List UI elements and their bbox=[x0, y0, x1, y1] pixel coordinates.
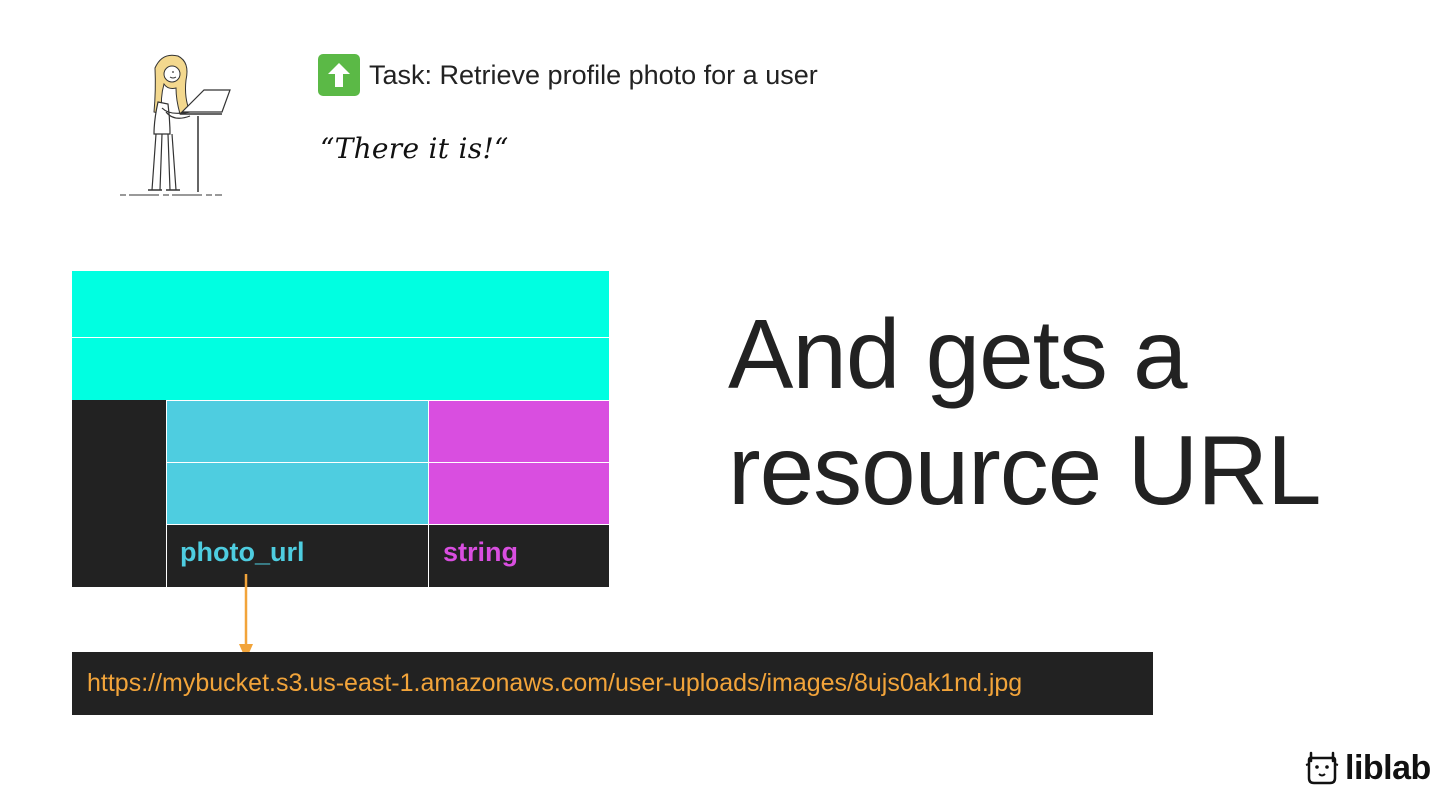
developer-illustration bbox=[120, 54, 231, 196]
schema-name-cell-2 bbox=[167, 463, 428, 524]
task-row: Task: Retrieve profile photo for a user bbox=[318, 54, 818, 96]
arrow-up-icon bbox=[318, 54, 360, 96]
field-type-label: string bbox=[443, 537, 519, 567]
llama-icon bbox=[1305, 751, 1339, 785]
resource-url-text: https://mybucket.s3.us-east-1.amazonaws.… bbox=[87, 669, 1023, 697]
schema-type-cell-1 bbox=[429, 401, 609, 462]
schema-name-cell-photo bbox=[167, 525, 428, 587]
field-name-label: photo_url bbox=[180, 537, 305, 567]
schema-type-cell-2 bbox=[429, 463, 609, 524]
schema-indent-column bbox=[72, 400, 166, 587]
schema-name-cell-1 bbox=[167, 401, 428, 462]
liblab-logo: liblab bbox=[1305, 748, 1431, 788]
heading-line-1: And gets a bbox=[728, 299, 1188, 409]
schema-row-top-2 bbox=[72, 338, 609, 400]
resource-url-box: https://mybucket.s3.us-east-1.amazonaws.… bbox=[72, 652, 1153, 715]
speech-quote: “There it is!“ bbox=[320, 132, 509, 165]
schema-type-cell-photo bbox=[429, 525, 609, 587]
schema-row-top-1 bbox=[72, 271, 609, 337]
task-label: Task: Retrieve profile photo for a user bbox=[369, 59, 818, 90]
logo-text: liblab bbox=[1345, 748, 1431, 787]
heading-line-2: resource URL bbox=[728, 415, 1322, 525]
arrow-down-icon bbox=[239, 574, 253, 660]
schema-block bbox=[72, 271, 609, 587]
slide-heading: And gets a resource URL bbox=[728, 296, 1322, 528]
